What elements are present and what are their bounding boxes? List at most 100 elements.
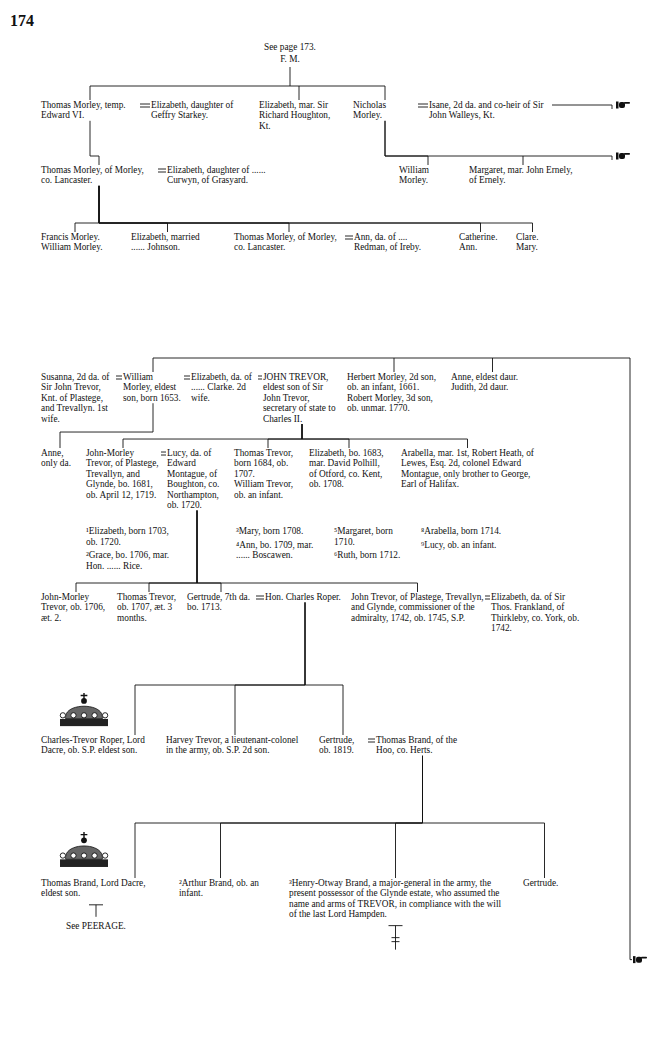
- person-entry: Margaret, mar. John Ernely, of Ernely.: [468, 165, 578, 186]
- coronet-pearl: [102, 853, 107, 858]
- cross-reference: See page 173.: [240, 42, 340, 52]
- descent-line: [302, 424, 468, 448]
- entry-text: Francis Morley.: [41, 232, 109, 242]
- person-entry: Elizabeth, da. of Sir Thos. Frankland, o…: [490, 592, 582, 634]
- coronet-pearl: [102, 713, 107, 718]
- entry-text: William Morley.: [41, 242, 109, 252]
- entry-text: Judith, 2d daur.: [451, 382, 534, 392]
- pedigree-line: [630, 358, 632, 960]
- marriage-link: [140, 104, 150, 107]
- entry-text: ⁸Arabella, born 1714.: [421, 526, 504, 536]
- person-entry: Catherine.Ann.: [458, 232, 503, 253]
- person-entry: Herbert Morley, 2d son, ob. an infant, 1…: [346, 372, 442, 414]
- entry-text: Catherine.: [459, 232, 502, 242]
- marriage-link: [418, 104, 428, 107]
- person-entry: Thomas Morley, of Morley, co. Lancaster.: [233, 232, 345, 253]
- entry-text: Ann.: [459, 242, 502, 252]
- entry-text: ²Arthur Brand, ob. an infant.: [179, 878, 262, 899]
- entry-text: ³Mary, born 1708.: [236, 526, 324, 536]
- entry-text: John Trevor, of Plastege, Trevallyn, and…: [351, 592, 484, 623]
- coronet-cap: [66, 846, 103, 859]
- person-entry: Elizabeth, daughter of ...... Curwyn, of…: [166, 165, 301, 186]
- entry-text: Ann, da. of .... Redman, of Ireby.: [354, 232, 437, 253]
- entry-text: Thomas Brand, of the Hoo, co. Herts.: [376, 735, 469, 756]
- person-entry: Elizabeth, mar. Sir Richard Houghton, Kt…: [258, 100, 340, 131]
- entry-text: Lucy, da. of Edward Montague, of Boughto…: [167, 448, 227, 510]
- coronet-pearl: [81, 853, 86, 858]
- page-number: 174: [10, 12, 50, 30]
- pointing-hand: [616, 153, 630, 160]
- entry-text: Anne, only da.: [41, 448, 79, 469]
- coronet: [60, 693, 108, 726]
- person-entry: Harvey Trevor, a lieutenant-colonel in t…: [165, 735, 305, 756]
- person-entry: Lucy, da. of Edward Montague, of Boughto…: [166, 448, 228, 510]
- coronet-band: [60, 859, 108, 867]
- entry-text: Gertrude, 7th da. bo. 1713.: [187, 592, 255, 613]
- pointing-hand: [616, 102, 630, 109]
- entry-text: William Morley, eldest son, born 1653.: [123, 372, 183, 403]
- marriage-link: [184, 376, 190, 379]
- person-entry: ⁶Ruth, born 1712.: [333, 550, 413, 560]
- person-entry: ²Grace, bo. 1706, mar. Hon. ...... Rice.: [85, 550, 180, 571]
- descent-line: [99, 186, 289, 232]
- entry-text: Elizabeth, da. of Sir Thos. Frankland, o…: [491, 592, 581, 634]
- entry-text: ⁶Ruth, born 1712.: [334, 550, 412, 560]
- entry-text: ⁵Margaret, born 1710.: [334, 526, 412, 547]
- cross-reference: See PEERAGE.: [56, 921, 136, 931]
- line-mark: F. M.: [240, 54, 340, 64]
- coronet-pearl: [92, 853, 97, 858]
- entry-text: Robert Morley, 3d son, ob. unmar. 1770.: [347, 393, 441, 414]
- person-entry: Isane, 2d da. and co-heir of Sir John Wa…: [428, 100, 548, 121]
- person-entry: ³Henry-Otway Brand, a major-general in t…: [288, 878, 503, 920]
- coronet-pearl: [71, 713, 76, 718]
- entry-text: Elizabeth, bo. 1683, mar. David Polhill,…: [309, 448, 389, 490]
- entry-text: Anne, eldest daur.: [451, 372, 534, 382]
- person-entry: ²Arthur Brand, ob. an infant.: [178, 878, 263, 899]
- descent-line: [385, 121, 428, 165]
- descent-line: [396, 756, 423, 878]
- entry-text: William Trevor, ob. an infant.: [234, 479, 302, 500]
- person-entry: Hon. Charles Roper.: [264, 592, 346, 602]
- coronet-pearl: [60, 713, 65, 718]
- person-entry: ¹Elizabeth, born 1703, ob. 1720.: [85, 526, 180, 547]
- person-entry: Francis Morley.William Morley.: [40, 232, 110, 253]
- person-entry: Thomas Morley, of Morley, co. Lancaster.: [40, 165, 158, 186]
- coronet-orb: [81, 698, 87, 704]
- pedigree-line: [153, 358, 630, 359]
- descent-line: [135, 756, 423, 878]
- person-entry: Anne, only da.: [40, 448, 80, 469]
- person-entry: Elizabeth, da. of ...... Clarke. 2d wife…: [190, 372, 258, 403]
- continuation-mark: [96, 905, 97, 917]
- descent-line: [423, 756, 545, 878]
- connectors: [60, 104, 545, 878]
- coronet-cross: [81, 832, 88, 838]
- marriage-link: [258, 376, 262, 379]
- marriage-link: [345, 236, 353, 239]
- entry-text: ¹Elizabeth, born 1703, ob. 1720.: [86, 526, 179, 547]
- entry-text: Elizabeth, mar. Sir Richard Houghton, Kt…: [259, 100, 339, 131]
- marriage-link: [161, 452, 166, 455]
- person-entry: ⁸Arabella, born 1714.: [420, 526, 505, 536]
- descent-line: [76, 510, 197, 592]
- descent-line: [305, 602, 343, 735]
- pointing-hand: [633, 956, 647, 963]
- pedigree-line: [153, 358, 154, 372]
- coronet-band: [60, 719, 108, 726]
- descent-line: [302, 424, 349, 448]
- descent-line: [235, 602, 305, 735]
- person-entry: Anne, eldest daur.Judith, 2d daur.: [450, 372, 535, 393]
- descent-line: [123, 424, 302, 448]
- descent-line: [99, 186, 533, 232]
- pedigree-line: [299, 86, 300, 100]
- marriage-link: [158, 169, 166, 172]
- person-entry: ⁴Ann, bo. 1709, mar. ...... Boscawen.: [235, 540, 325, 561]
- hand-finger: [624, 102, 630, 104]
- hand-finger: [641, 957, 647, 959]
- hand-finger: [624, 153, 630, 155]
- entry-text: ⁴Ann, bo. 1709, mar. ...... Boscawen.: [236, 540, 324, 561]
- coronet-pearl: [60, 853, 65, 858]
- marriage-link: [256, 596, 264, 599]
- entry-text: Mary.: [516, 242, 549, 252]
- coronet-pearl: [81, 713, 86, 718]
- descent-line: [135, 602, 305, 735]
